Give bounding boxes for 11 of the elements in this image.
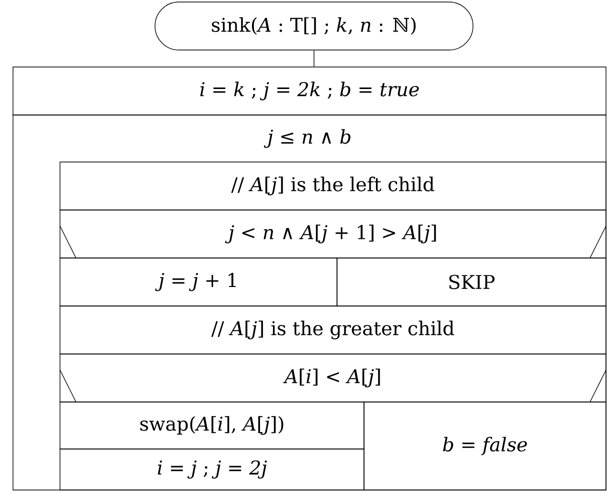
statement-box: i = j ; j = 2j	[60, 448, 364, 490]
statement-box: swap(A[i], A[j])	[60, 402, 364, 450]
statement-box: // A[j] is the greater child	[60, 306, 606, 354]
statement-box: b = false	[364, 402, 606, 490]
statement-box: j = j + 1	[60, 258, 338, 306]
statement-box: SKIP	[336, 258, 606, 306]
statement-box: // A[j] is the left child	[60, 162, 606, 210]
start-terminal: sink(A : T[] ; k, n : ℕ)	[154, 2, 474, 50]
condition-box: j < n ∧ A[j + 1] > A[j]	[60, 210, 606, 258]
condition-box: A[i] < A[j]	[60, 354, 606, 402]
statement-box: i = k ; j = 2k ; b = true	[12, 66, 606, 116]
